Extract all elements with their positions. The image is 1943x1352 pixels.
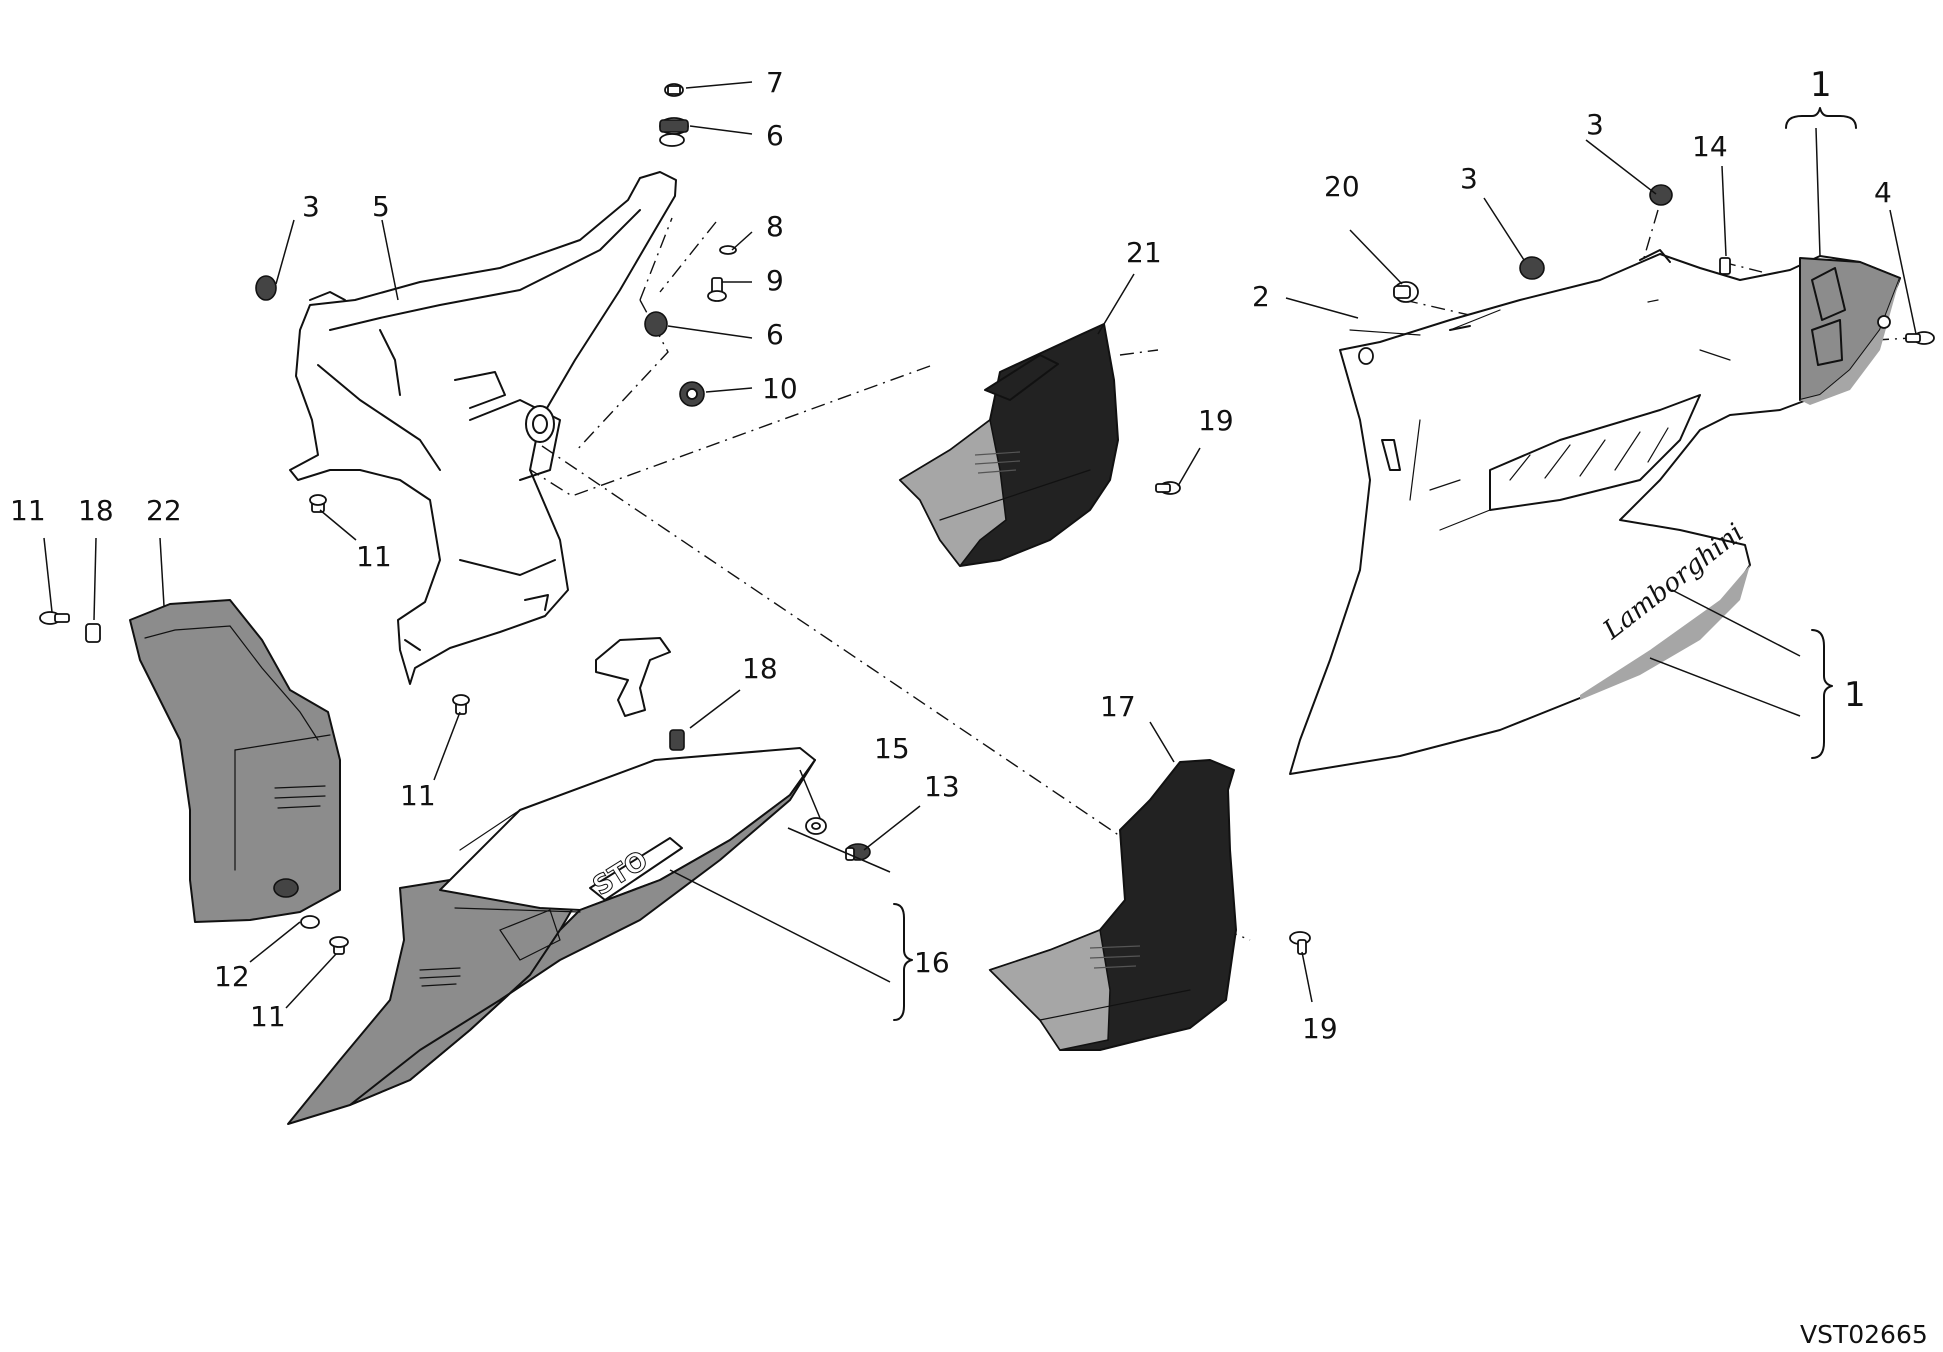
callout-3: 3	[1586, 108, 1604, 141]
air-duct-insert-part-21	[898, 323, 1119, 568]
callout-1-top: 1	[1810, 65, 1832, 105]
lower-panel-part-16: STO	[287, 637, 816, 1125]
air-duct-insert-part-17	[988, 759, 1237, 1051]
callout-2: 2	[1252, 280, 1270, 313]
callout-labels: 7 6 8 9 6 10 3 5 11 11 11 18 22 12 11 21…	[10, 65, 1892, 1045]
callout-21: 21	[1126, 236, 1162, 269]
callout-11: 11	[250, 1000, 286, 1033]
callout-14: 14	[1692, 130, 1728, 163]
callout-19: 19	[1302, 1012, 1338, 1045]
callout-18: 18	[742, 652, 778, 685]
callout-8: 8	[766, 210, 784, 243]
side-frame-part-5	[289, 171, 677, 685]
callout-18: 18	[78, 494, 114, 527]
brand-logo-icon	[274, 785, 326, 809]
callout-6: 6	[766, 119, 784, 152]
callout-3: 3	[1460, 162, 1478, 195]
callout-11: 11	[10, 494, 46, 527]
callout-22: 22	[146, 494, 182, 527]
brand-logo-icon	[419, 967, 461, 987]
fasteners-part-16	[805, 817, 871, 861]
callout-20: 20	[1324, 170, 1360, 203]
drawing-code: VST02665	[1800, 1320, 1928, 1349]
callout-11: 11	[400, 779, 436, 812]
callout-7: 7	[766, 66, 784, 99]
callout-11: 11	[356, 540, 392, 573]
side-cover-part-22	[129, 599, 341, 923]
fasteners-part-1	[1358, 184, 1935, 365]
callout-9: 9	[766, 264, 784, 297]
fasteners-upper-left	[255, 83, 737, 715]
callout-15: 15	[874, 732, 910, 765]
brand-logo-icon	[974, 451, 1021, 474]
callout-13: 13	[924, 770, 960, 803]
callout-10: 10	[762, 372, 798, 405]
fastener-part-19-upper	[1155, 481, 1181, 495]
fasteners-part-22	[39, 611, 349, 955]
grouping-braces	[893, 107, 1857, 1021]
callout-1-right: 1	[1844, 675, 1866, 715]
callout-19: 19	[1198, 404, 1234, 437]
callout-17: 17	[1100, 690, 1136, 723]
callout-12: 12	[214, 960, 250, 993]
brand-logo-icon	[1089, 945, 1141, 969]
fastener-part-19-lower	[1289, 931, 1311, 955]
main-side-cover-part-1: Lamborghini	[1289, 249, 1901, 775]
callout-16: 16	[914, 946, 950, 979]
callout-6: 6	[766, 318, 784, 351]
callout-4: 4	[1874, 176, 1892, 209]
callout-leader-lines	[43, 81, 1917, 1009]
callout-5: 5	[372, 190, 390, 223]
callout-3: 3	[302, 190, 320, 223]
